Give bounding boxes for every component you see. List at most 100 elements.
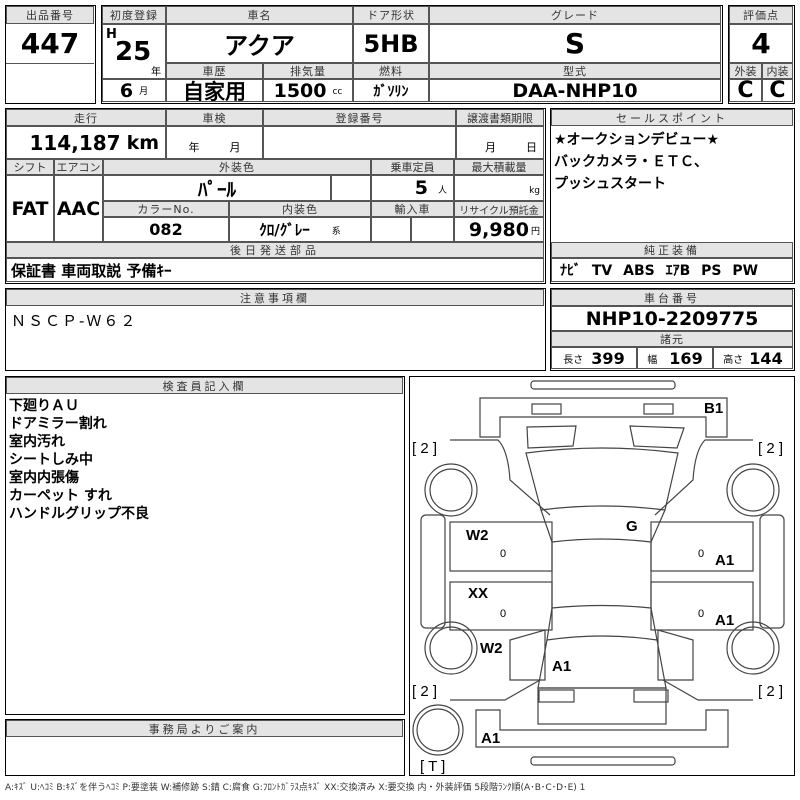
rear-bar — [530, 756, 676, 766]
right-step — [759, 514, 785, 629]
ext-color: ﾊﾟｰﾙ — [103, 175, 331, 201]
mark-tire-fl: [ 2 ] — [412, 440, 438, 457]
color-no-label: カラーNo. — [103, 201, 229, 217]
sales-line: ★オークションデビュー★ — [554, 132, 720, 148]
import-b — [411, 217, 454, 242]
lot-box: 出品番号 447 — [5, 5, 96, 104]
fuel-label: 燃料 — [353, 63, 429, 79]
later-parts-label: 後日発送部品 — [6, 242, 544, 258]
height-label: 高さ — [723, 354, 744, 366]
sales-line: プッシュスタート — [554, 176, 666, 192]
import-label: 輸入車 — [371, 201, 454, 217]
width: 幅 169 — [637, 347, 713, 369]
mark-spare: [ T ] — [420, 758, 446, 775]
mark-zero: 0 — [500, 608, 507, 620]
transfer-month-unit: 月 — [485, 141, 496, 154]
mark-tire-rl: [ 2 ] — [412, 683, 438, 700]
ext-color-label: 外装色 — [103, 159, 371, 175]
mark-w2-rear-quarter: W2 — [480, 640, 503, 657]
sales-point-text: ★オークションデビュー★ バックカメラ・ＥＴＣ、 プッシュスタート — [554, 129, 719, 195]
model-label: 型式 — [429, 63, 721, 79]
legend: A:ｷｽﾞ U:ﾍｺﾐ B:ｷｽﾞを伴うﾍｺﾐ P:要塗装 W:補修跡 S:錆 … — [5, 783, 586, 793]
hood — [525, 447, 679, 511]
year-unit: 年 — [151, 67, 161, 78]
mark-b1: B1 — [704, 400, 724, 417]
rear-left-door — [449, 581, 553, 631]
inspection-date: 年月 — [166, 126, 263, 159]
lot-label: 出品番号 — [6, 6, 94, 24]
int-color: ｸﾛ/ｸﾞﾚｰ系 — [229, 217, 371, 242]
interior-grade: C — [762, 79, 793, 102]
mileage-unit: km — [126, 131, 159, 154]
mark-xx-rear-left-door: XX — [468, 585, 489, 602]
grade: S — [429, 24, 721, 63]
max-load-label: 最大積載量 — [454, 159, 544, 175]
max-load: kg — [454, 175, 544, 201]
first-reg-year: H 25 年 — [102, 24, 166, 79]
score-box: 評価点 4 外装 内装 C C — [728, 5, 795, 104]
headlight-right — [643, 403, 674, 415]
front-bar — [530, 380, 676, 390]
headlight-left — [531, 403, 562, 415]
door-type: 5HB — [353, 24, 429, 63]
inspector-line: カーペット すれ — [9, 488, 112, 504]
front-bumper — [479, 397, 728, 438]
sales-point-label: セールスポイント — [551, 109, 793, 126]
mark-w2-front-door: W2 — [466, 527, 489, 544]
capacity-unit: 人 — [437, 186, 447, 196]
insp-month-unit: 月 — [229, 141, 241, 154]
wheel-rear-left — [429, 626, 473, 670]
mark-zero: 0 — [698, 608, 705, 620]
transfer-label: 譲渡書類期限 — [456, 109, 544, 126]
color-no: 082 — [103, 217, 229, 242]
later-parts: 保証書 車両取説 予備ｷｰ — [6, 258, 544, 282]
transfer-date: 月日 — [456, 126, 544, 159]
int-color-label: 内装色 — [229, 201, 371, 217]
lot-number: 447 — [20, 27, 80, 60]
year: 25 — [115, 37, 152, 67]
width-value: 169 — [669, 348, 703, 368]
wheel-rear-right — [731, 626, 775, 670]
length-value: 399 — [591, 348, 625, 368]
inspection-label: 車検 — [166, 109, 263, 126]
car-name: アクア — [166, 24, 353, 63]
exterior-grade: C — [729, 79, 762, 102]
capacity-value: 5 — [414, 177, 428, 199]
lot-blank — [6, 63, 94, 102]
front-right-door — [650, 521, 754, 572]
inspector-line: 室内汚れ — [9, 434, 65, 450]
front-left-door — [449, 521, 553, 572]
office-label: 事務局よりご案内 — [6, 720, 403, 737]
windshield — [540, 509, 666, 543]
specs-label: 諸元 — [551, 331, 793, 347]
max-load-unit: kg — [529, 186, 540, 196]
inspector-line: ドアミラー割れ — [9, 416, 107, 432]
model-code: DAA-NHP10 — [429, 79, 721, 102]
inspector-line: シートしみ中 — [9, 452, 93, 468]
left-step — [420, 514, 446, 629]
width-label: 幅 — [647, 354, 658, 366]
capacity-label: 乗車定員 — [371, 159, 454, 175]
mark-a1-rear-right-door: A1 — [715, 612, 735, 629]
int-color-unit: 系 — [331, 227, 341, 237]
month-unit: 月 — [139, 87, 149, 97]
interior-label: 内装 — [762, 63, 793, 79]
rear-right-door — [650, 581, 754, 631]
taillight-right — [633, 689, 669, 703]
shift-label: シフト — [6, 159, 54, 175]
notes-text: ＮＳＣＰ-Ｗ６２ — [11, 312, 138, 330]
exterior-label: 外装 — [729, 63, 762, 79]
recycle-value: 9,980 — [468, 218, 529, 241]
inspector-line: 室内内張傷 — [9, 470, 79, 486]
ext-color-extra — [331, 175, 371, 201]
inspector-line: ハンドルグリップ不良 — [9, 506, 149, 522]
sales-point-box: セールスポイント ★オークションデビュー★ バックカメラ・ＥＴＣ、 プッシュスタ… — [550, 108, 795, 284]
inspector-box: 検査員記入欄 下廻りＡＵ ドアミラー割れ 室内汚れ シートしみ中 室内内張傷 カ… — [5, 376, 405, 715]
